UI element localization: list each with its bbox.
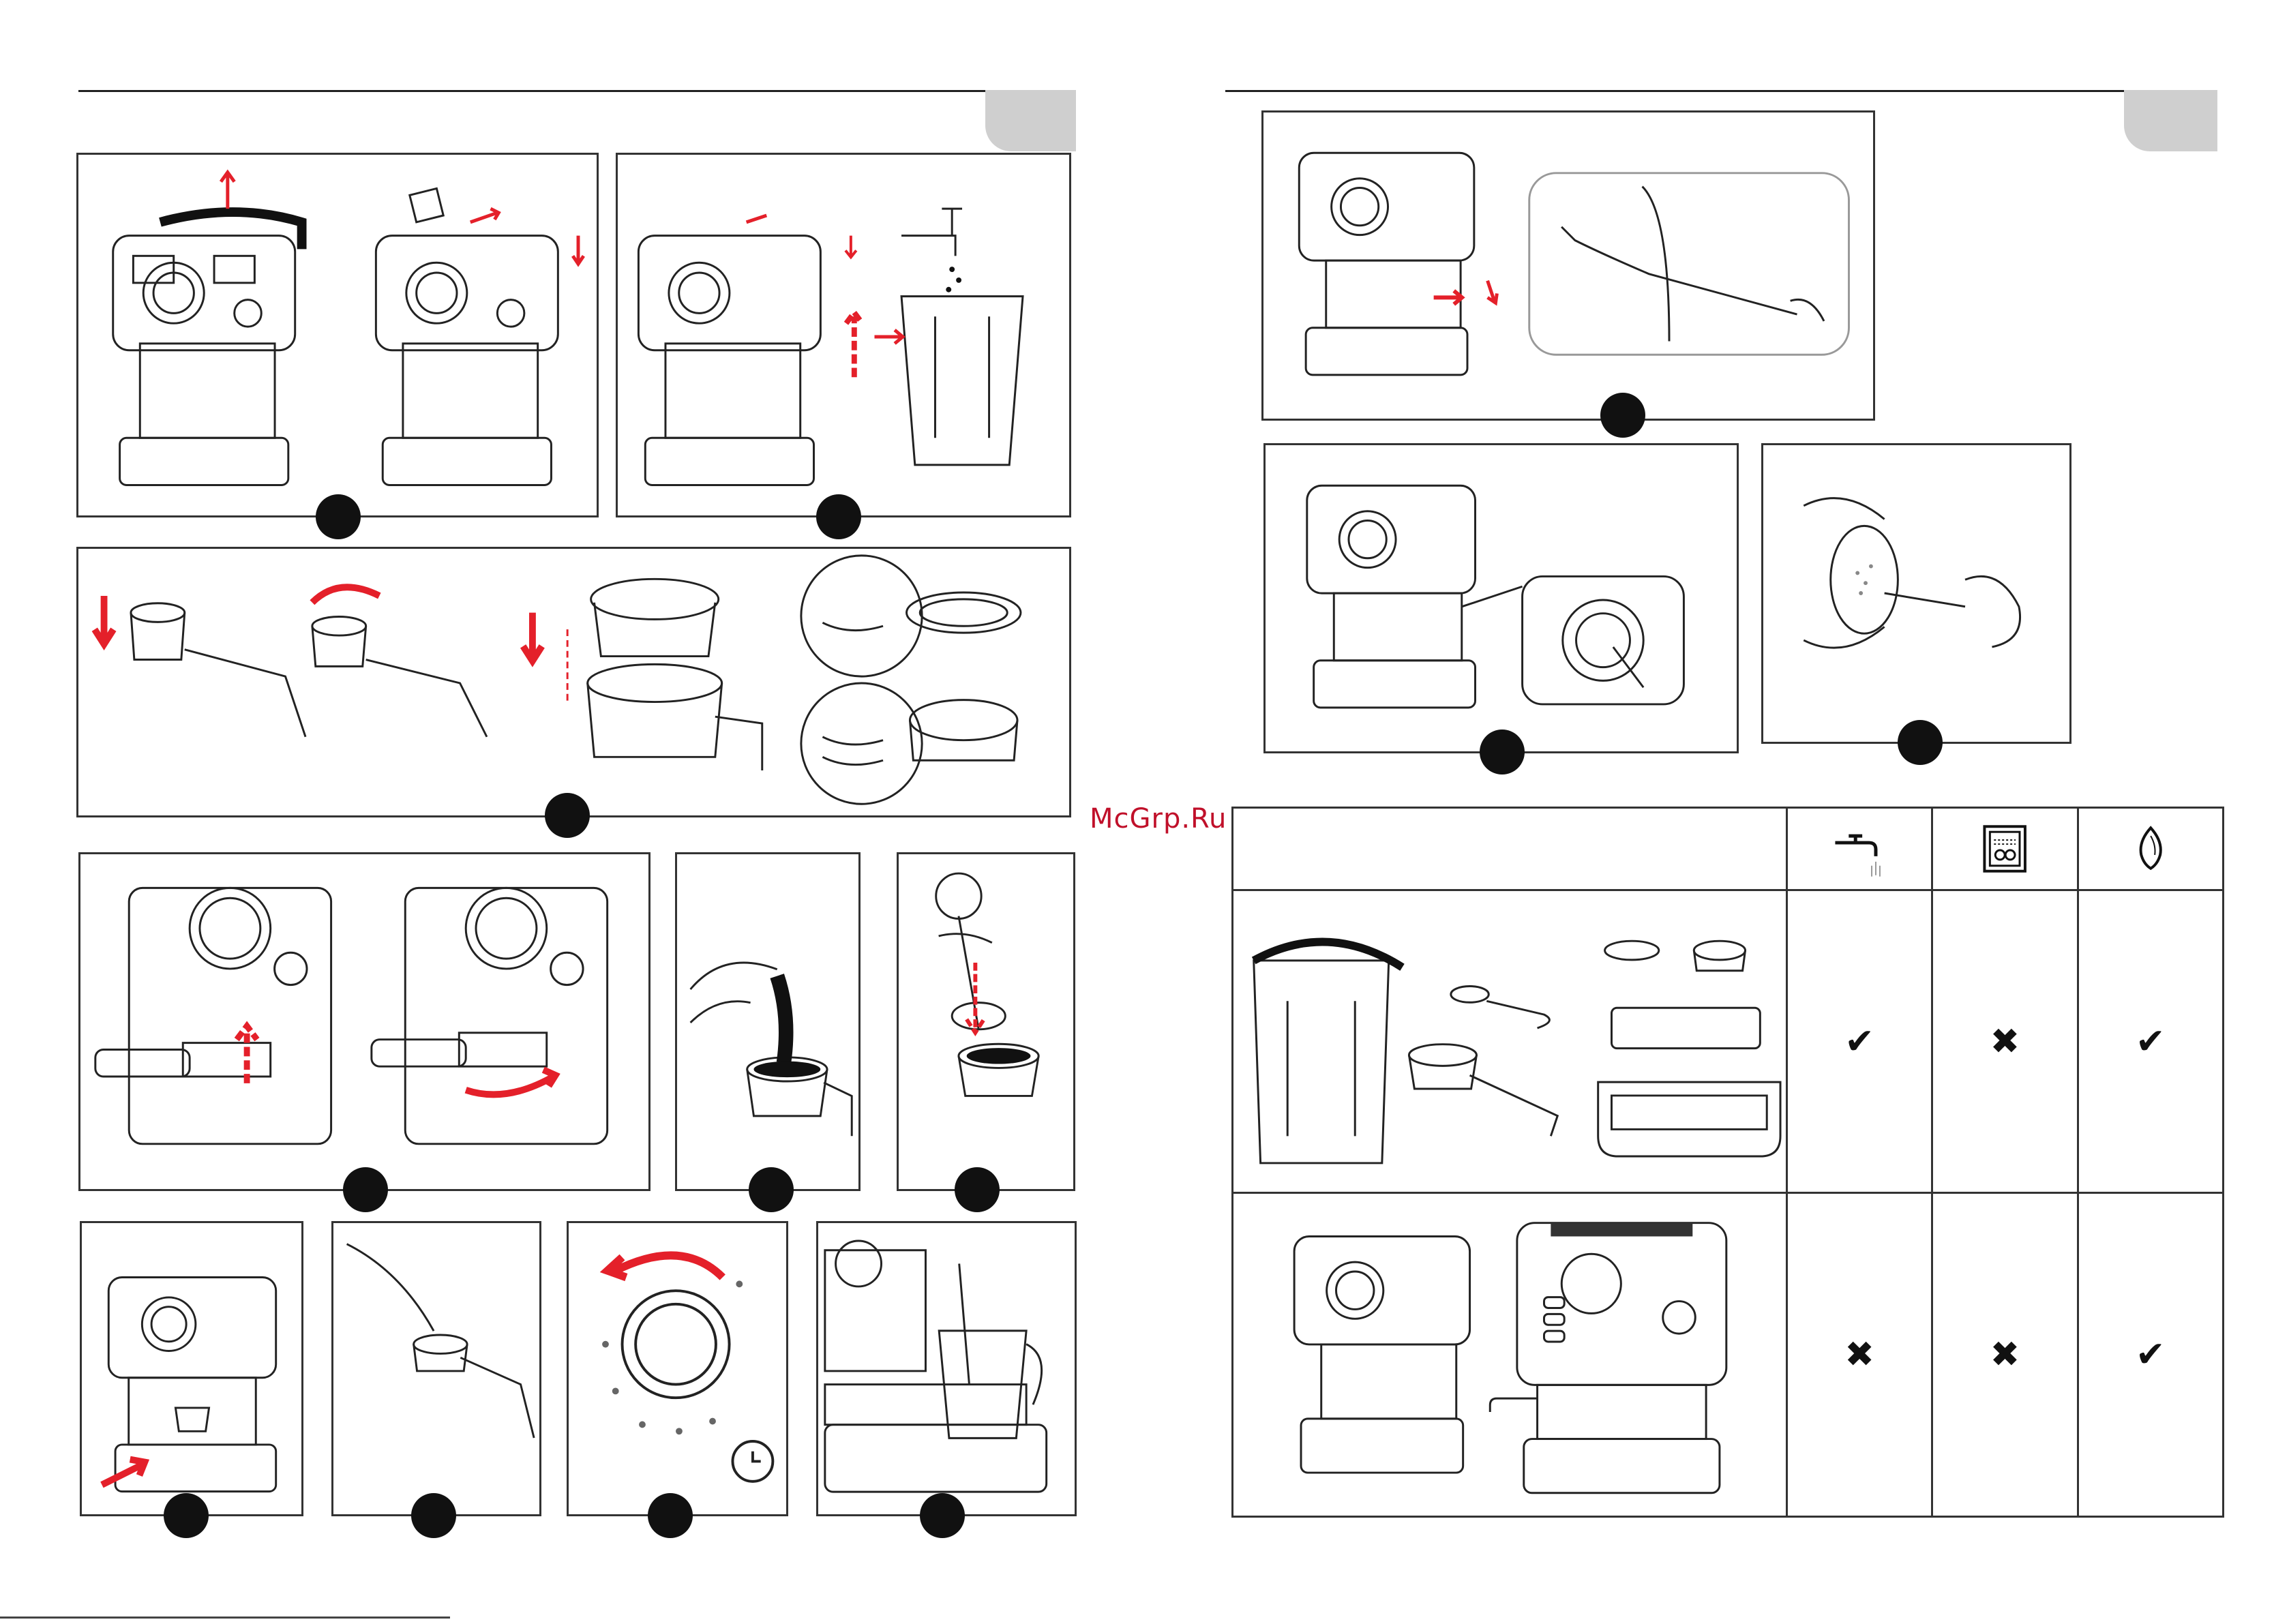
illustration-spoon-coffee [677, 854, 858, 1189]
step-panel-filter-holder [76, 547, 1071, 817]
header-rule-left [78, 90, 990, 92]
step-marker [1600, 393, 1645, 438]
cleaning-method-table: ✔ ✖ ✔ ✖ ✖ ✔ [1231, 807, 2224, 1518]
table-header-row [1233, 808, 2224, 890]
step-panel-fill-tank [76, 153, 599, 517]
step-marker [955, 1167, 1000, 1212]
step-panel-steam-milk [816, 1221, 1077, 1516]
wipe-cloth-icon [2079, 809, 2222, 889]
page-tab-left [985, 90, 1076, 151]
step-panel-lock-handle [78, 852, 650, 1191]
step-panel-clean-filter-needle [1761, 443, 2071, 744]
cell-wipe-machine: ✔ [2078, 1193, 2223, 1517]
cell-tap-machine: ✖ [1786, 1193, 1932, 1517]
page-tab-right [2124, 90, 2217, 151]
header-cell-dishwasher [1932, 808, 2078, 890]
header-empty-cell [1233, 808, 1787, 890]
step-panel-clean-filter [331, 1221, 541, 1516]
cell-dishwasher-parts: ✖ [1932, 890, 2078, 1193]
step-marker [749, 1167, 794, 1212]
illustration-rotary-knob [569, 1223, 786, 1514]
table-row: ✖ ✖ ✔ [1233, 1193, 2224, 1517]
removable-parts-illustration [1233, 891, 1786, 1192]
header-cell-wipe [2078, 808, 2223, 890]
illustration-machine-lid-open [78, 155, 597, 515]
cell-dishwasher-machine: ✖ [1932, 1193, 2078, 1517]
step-marker [545, 793, 590, 838]
illustration-tamper [899, 854, 1073, 1189]
tap-water-icon [1788, 809, 1931, 889]
illustration-water-tank-tap [618, 155, 1069, 515]
illustration-spoon-filter [333, 1223, 539, 1514]
parts-illustration-cell [1233, 890, 1787, 1193]
step-panel-clean-steam-wand [1261, 110, 1875, 421]
illustration-milk-jug [818, 1223, 1075, 1514]
illustration-shower-head [1266, 445, 1737, 751]
step-marker [816, 494, 861, 539]
machine-body-illustration [1233, 1194, 1786, 1516]
step-marker [1898, 720, 1943, 765]
step-panel-turn-knob [567, 1221, 788, 1516]
cell-tap-parts: ✔ [1786, 890, 1932, 1193]
illustration-cup-drip-tray [82, 1223, 301, 1514]
footer-rule [0, 1617, 450, 1619]
illustration-steam-wand-clean [1263, 112, 1873, 419]
step-marker [164, 1493, 209, 1538]
step-panel-tank-tap [616, 153, 1071, 517]
step-marker [343, 1167, 388, 1212]
header-rule-right [1225, 90, 2124, 92]
step-marker [316, 494, 361, 539]
step-panel-tamp [897, 852, 1075, 1191]
machine-illustration-cell [1233, 1193, 1787, 1517]
step-marker [920, 1493, 965, 1538]
header-cell-tap [1786, 808, 1932, 890]
step-marker [411, 1493, 456, 1538]
dishwasher-icon [1933, 809, 2076, 889]
step-panel-add-coffee [675, 852, 861, 1191]
step-panel-place-cup [80, 1221, 303, 1516]
watermark-text: McGrp.Ru [1090, 803, 1227, 834]
step-panel-clean-shower-head [1263, 443, 1739, 753]
cell-wipe-parts: ✔ [2078, 890, 2223, 1193]
table-row: ✔ ✖ ✔ [1233, 890, 2224, 1193]
step-marker [1480, 730, 1525, 775]
illustration-attach-portafilter [80, 854, 648, 1189]
illustration-filter-insertion [78, 549, 1069, 815]
illustration-filter-needle [1763, 445, 2069, 742]
step-marker [648, 1493, 693, 1538]
